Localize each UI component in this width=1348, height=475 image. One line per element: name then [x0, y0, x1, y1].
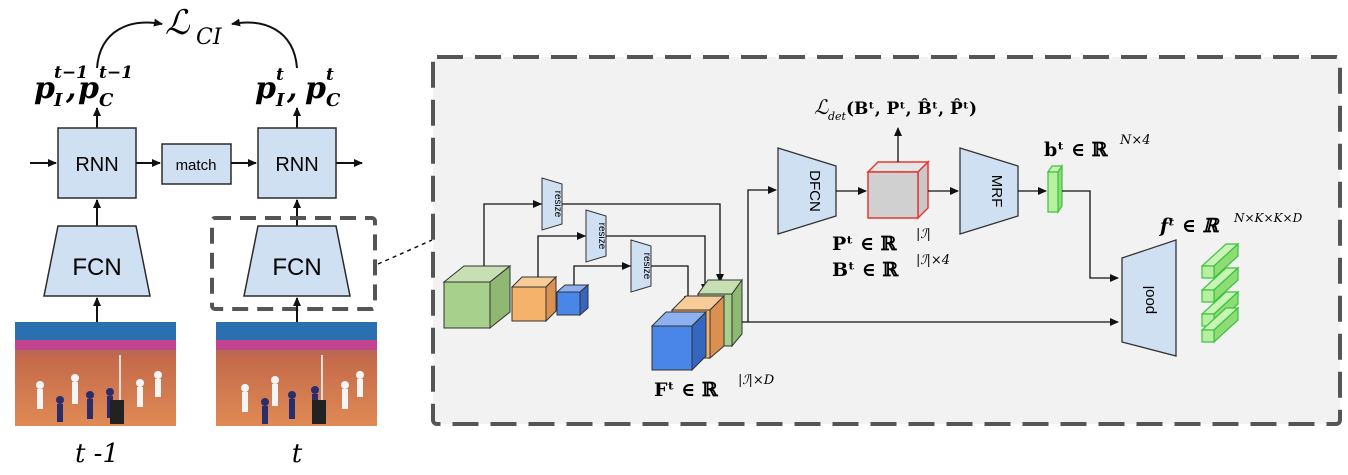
arrow-F-to-dfcn	[747, 186, 777, 322]
svg-text:t: t	[326, 65, 334, 85]
svg-text:|ℐ|×4: |ℐ|×4	[916, 253, 950, 268]
svg-text:|ℐ|×D: |ℐ|×D	[738, 373, 775, 388]
arrow-b-to-pool	[1062, 190, 1119, 282]
branch-line-1	[483, 200, 542, 266]
svg-text:,: ,	[65, 71, 76, 106]
resize-block-1: resize	[541, 177, 563, 231]
svg-text:bᵗ ∈ ℝ: bᵗ ∈ ℝ	[1044, 139, 1109, 161]
mrf-block: MRF	[959, 147, 1019, 235]
svg-text:t−1: t−1	[54, 63, 88, 83]
loss-arrow-right	[231, 18, 298, 69]
svg-text:resize: resize	[596, 223, 607, 250]
branch-line-1b	[541, 203, 724, 283]
B-label: Bᵗ ∈ ℝ |ℐ|×4	[832, 253, 950, 281]
feature-cube-blue-small	[555, 283, 590, 317]
svg-text:DFCN: DFCN	[806, 170, 823, 212]
branch-line-3	[573, 262, 631, 285]
svg-text:,: ,	[286, 71, 297, 106]
svg-text:p: p	[34, 71, 55, 106]
svg-text:Fᵗ ∈ ℝ: Fᵗ ∈ ℝ	[654, 379, 719, 401]
svg-text:det: det	[828, 110, 847, 123]
branch-line-2b	[585, 235, 709, 293]
match-block: match	[161, 143, 232, 185]
feature-tensor-stack	[650, 278, 743, 372]
resize-block-2: resize	[585, 209, 607, 263]
P-label: Pᵗ ∈ ℝ |ℐ|	[832, 227, 931, 255]
svg-text:ℒ: ℒ	[814, 95, 829, 119]
svg-text:p: p	[78, 71, 99, 106]
detection-output-cube	[866, 160, 930, 220]
svg-text:Pᵗ ∈ ℝ: Pᵗ ∈ ℝ	[832, 233, 898, 255]
svg-text:I: I	[53, 90, 63, 111]
b-output-bar	[1046, 164, 1064, 214]
rnn-block-prev: RNN	[57, 127, 137, 199]
feature-tensor-label: Fᵗ ∈ ℝ |ℐ|×D	[654, 373, 775, 401]
svg-text:resize: resize	[641, 253, 652, 280]
dfcn-block: DFCN	[777, 147, 837, 235]
video-frame-curr	[216, 322, 377, 426]
svg-text:FCN: FCN	[72, 254, 121, 281]
svg-text:t−1: t−1	[99, 63, 133, 83]
pool-block: pool	[1121, 239, 1177, 357]
f-label: fᵗ ∈ ℝ N×K×K×D	[1158, 211, 1303, 237]
svg-text:(Bᵗ, Pᵗ, B̂ᵗ, P̂ᵗ): (Bᵗ, Pᵗ, B̂ᵗ, P̂ᵗ)	[846, 99, 977, 119]
svg-text:match: match	[176, 157, 217, 174]
b-label: bᵗ ∈ ℝ N×4	[1044, 133, 1151, 161]
svg-text:MRF: MRF	[988, 175, 1005, 208]
svg-text:RNN: RNN	[275, 154, 318, 176]
svg-text:RNN: RNN	[75, 154, 118, 176]
svg-text:pool: pool	[1141, 286, 1158, 314]
svg-text:CI: CI	[196, 25, 223, 50]
time-label-prev: t -1	[75, 439, 119, 469]
svg-text:Bᵗ ∈ ℝ: Bᵗ ∈ ℝ	[832, 259, 899, 281]
svg-text:resize: resize	[552, 191, 563, 218]
svg-text:N×K×K×D: N×K×K×D	[1233, 211, 1303, 225]
prediction-prev-label: p t−1 I , p t−1 C	[34, 63, 133, 111]
svg-text:N×4: N×4	[1119, 133, 1151, 148]
zoom-connector	[377, 239, 433, 265]
feature-cube-green	[442, 264, 512, 330]
loss-ci-label: ℒ CI	[165, 3, 223, 50]
fcn-highlight-box	[210, 216, 377, 311]
prediction-curr-label: p t I , p t C	[255, 65, 341, 111]
detection-loss-label: ℒ det (Bᵗ, Pᵗ, B̂ᵗ, P̂ᵗ)	[814, 95, 977, 123]
video-frame-prev	[15, 322, 176, 426]
svg-text:p: p	[305, 71, 326, 106]
loss-arrow-left	[96, 18, 163, 69]
svg-text:fᵗ ∈ ℝ: fᵗ ∈ ℝ	[1158, 215, 1221, 237]
svg-text:FCN: FCN	[272, 254, 321, 281]
resize-block-3: resize	[630, 239, 652, 293]
svg-text:C: C	[99, 90, 114, 111]
fcn-block-curr: FCN	[243, 225, 351, 297]
rnn-block-curr: RNN	[257, 127, 337, 199]
svg-text:ℒ: ℒ	[165, 3, 191, 43]
svg-text:p: p	[255, 71, 276, 106]
time-label-curr: t	[292, 439, 303, 469]
svg-text:t: t	[276, 65, 284, 85]
svg-text:I: I	[275, 90, 285, 111]
fcn-block-prev: FCN	[43, 225, 151, 297]
branch-line-2	[537, 232, 586, 277]
svg-text:|ℐ|: |ℐ|	[916, 227, 931, 242]
svg-text:C: C	[326, 90, 341, 111]
f-output-stack	[1200, 242, 1240, 344]
feature-cube-orange	[510, 275, 558, 323]
